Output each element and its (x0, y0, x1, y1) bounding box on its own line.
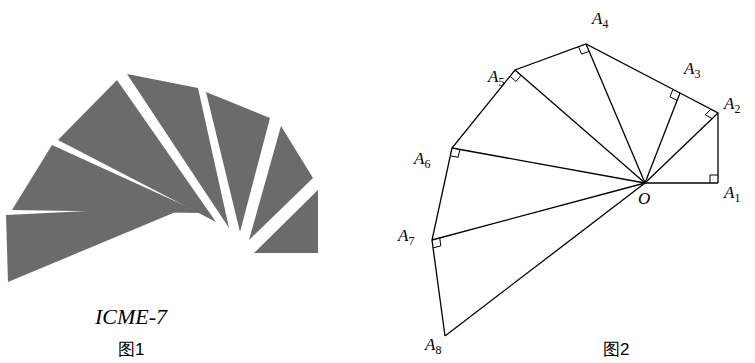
radius-line (645, 93, 680, 183)
outer-edge (432, 44, 718, 336)
right-angle-mark (578, 47, 589, 54)
right-angle-mark (670, 89, 677, 100)
logo-triangle (6, 206, 190, 282)
point-label: A2 (724, 95, 740, 116)
figure-caption: 图2 (603, 341, 629, 358)
point-label: A3 (684, 60, 700, 81)
right-angle-mark (705, 109, 712, 118)
radius-line (452, 148, 645, 183)
point-label: A1 (724, 184, 740, 205)
right-angle-mark (710, 175, 718, 183)
radius-line (645, 113, 718, 183)
point-label: A4 (592, 10, 608, 31)
icme-logo (6, 74, 318, 282)
radius-line (645, 182, 718, 183)
point-label: A5 (488, 68, 504, 89)
right-angle-mark (450, 149, 460, 157)
figure-caption: 图1 (118, 341, 144, 358)
right-angle-mark (433, 238, 441, 248)
radius-line (586, 44, 645, 183)
radius-line (432, 183, 645, 240)
point-label: A6 (414, 150, 430, 171)
radius-line (445, 183, 645, 336)
logo-triangle (12, 145, 201, 213)
radius-line (515, 70, 645, 183)
point-label: A7 (398, 227, 414, 248)
spiral-figure (432, 44, 718, 336)
logo-triangle (206, 92, 270, 232)
right-angle-mark (510, 75, 521, 81)
logo-caption: ICME-7 (95, 306, 167, 328)
point-label: O (638, 190, 650, 207)
point-label: A8 (425, 336, 441, 357)
